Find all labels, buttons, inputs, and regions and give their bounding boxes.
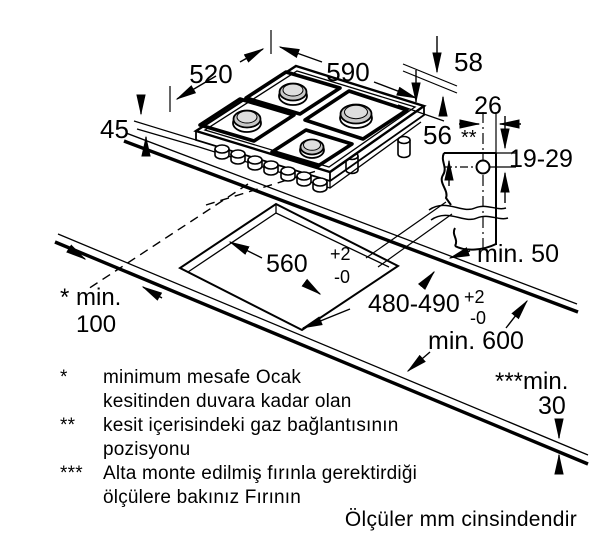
dim-590-label: 590 — [326, 57, 369, 87]
footnote-text: kesit içerisindeki gaz bağlantısının — [103, 415, 399, 436]
hob-top-inner-line — [203, 70, 417, 168]
dim-45-label: 45 — [100, 114, 129, 144]
dim-45-ext-2 — [136, 128, 200, 148]
section-bottom-edge — [454, 243, 497, 251]
dim-58-ext-1 — [402, 63, 458, 87]
control-knob — [280, 166, 296, 176]
cutout-outline — [87, 167, 453, 332]
footnote-marker: ** — [60, 415, 76, 436]
pan-support — [244, 70, 342, 116]
min100-value-label: 100 — [76, 311, 116, 338]
dim-560-label: 560 — [266, 250, 308, 278]
pan-support — [270, 128, 354, 168]
burner-cap-top — [236, 110, 258, 124]
min100-arrow-1 — [66, 244, 87, 260]
footnotes-block: * minimum mesafe Ocak kesitinden duvara … — [60, 366, 417, 510]
projection-dashed-line-right — [205, 167, 327, 206]
pan-support — [198, 97, 296, 143]
min50-leader — [448, 247, 471, 259]
dim-560-leader-1 — [228, 241, 263, 259]
gas-connection-hole — [475, 159, 491, 175]
min50-label: min. 50 — [477, 240, 559, 268]
min30-value-label: 30 — [538, 392, 566, 420]
dim-480-490-label: 480-490 — [368, 290, 460, 318]
dim-58-label: 58 — [454, 47, 483, 77]
dim-26-label: 26 — [474, 92, 502, 120]
min30-prefix-label: ***min. — [495, 368, 568, 395]
worktop-front-edge-line — [57, 233, 589, 456]
section-break-line-2 — [430, 214, 509, 221]
burner-cap-top — [282, 83, 304, 97]
dim-480-tol-plus: +2 — [464, 287, 485, 307]
projection-dashed-line-left — [87, 183, 249, 290]
min100-prefix-label: * min. — [60, 284, 121, 311]
dim-590-line-1 — [278, 46, 323, 63]
dim-520-label: 520 — [189, 59, 232, 89]
dim-520-line-2 — [175, 75, 217, 100]
dim-480-leader-2 — [301, 308, 351, 329]
dim-520-line-1 — [239, 48, 265, 63]
cutout-outer-edge — [178, 202, 400, 332]
dim-560-tol-plus: +2 — [330, 244, 351, 264]
dim-480-tol-minus: -0 — [470, 308, 486, 328]
control-knob — [296, 171, 312, 181]
footnote-text: kesitinden duvara kadar olan — [103, 391, 352, 412]
dim-480-leader-1 — [417, 270, 435, 290]
burner-cap-top — [303, 139, 321, 151]
dim-560-tol-minus: -0 — [334, 267, 350, 287]
dim-56-label: 56 — [423, 120, 452, 150]
footnote-text: ölçülere bakınız Fırının — [103, 487, 302, 508]
footnote-marker: *** — [60, 463, 83, 484]
control-knob — [312, 177, 328, 187]
section-left-edge-lower — [452, 227, 458, 247]
min600-leader-1 — [505, 299, 528, 329]
burners — [232, 82, 373, 159]
control-knob — [230, 149, 246, 159]
hob-knobs — [214, 144, 328, 193]
min100-arrow-2 — [141, 286, 163, 301]
worktop-back-edge-line — [125, 132, 578, 305]
gas-connection-detail — [428, 112, 521, 251]
cutout-dimensions — [66, 241, 564, 475]
gas-position-marker: ** — [461, 127, 477, 149]
extension-line-right-2 — [377, 213, 453, 268]
worktop-drawing — [54, 132, 589, 466]
pan-support — [303, 89, 409, 141]
min600-leader-2 — [406, 351, 431, 372]
footnote-marker: * — [60, 367, 68, 388]
dim-560-leader-2 — [301, 278, 322, 295]
hob-foot — [397, 140, 411, 159]
worktop-front-edge-thick-line — [54, 240, 589, 466]
dim-590-line-2 — [373, 81, 418, 99]
hob-drawing — [193, 64, 427, 193]
units-note: Ölçüler mm cinsindendir — [344, 508, 577, 531]
min600-label: min. 600 — [428, 327, 524, 355]
control-knob — [247, 155, 263, 165]
pan-supports — [198, 70, 409, 168]
control-knob — [263, 160, 279, 170]
control-knob — [214, 144, 230, 154]
hob-foot — [397, 135, 411, 145]
burner-cap-top — [344, 104, 368, 120]
worktop-back-edge-thick-line — [123, 139, 579, 314]
hob-dimensions — [133, 30, 458, 186]
dim-19-29-label: 19-29 — [509, 145, 573, 173]
dim-58-ext-2 — [402, 70, 458, 94]
dim-56-ext — [397, 104, 445, 122]
section-left-edge-upper — [440, 152, 452, 206]
extension-line-right-1 — [365, 201, 447, 259]
footnote-text: Alta monte edilmiş fırınla gerektirdiği — [103, 463, 418, 484]
footnote-text: minimum mesafe Ocak — [103, 367, 302, 388]
section-break-line-1 — [428, 204, 507, 211]
dim-45-ext-1 — [133, 120, 197, 141]
footnote-text: pozisyonu — [103, 439, 191, 460]
